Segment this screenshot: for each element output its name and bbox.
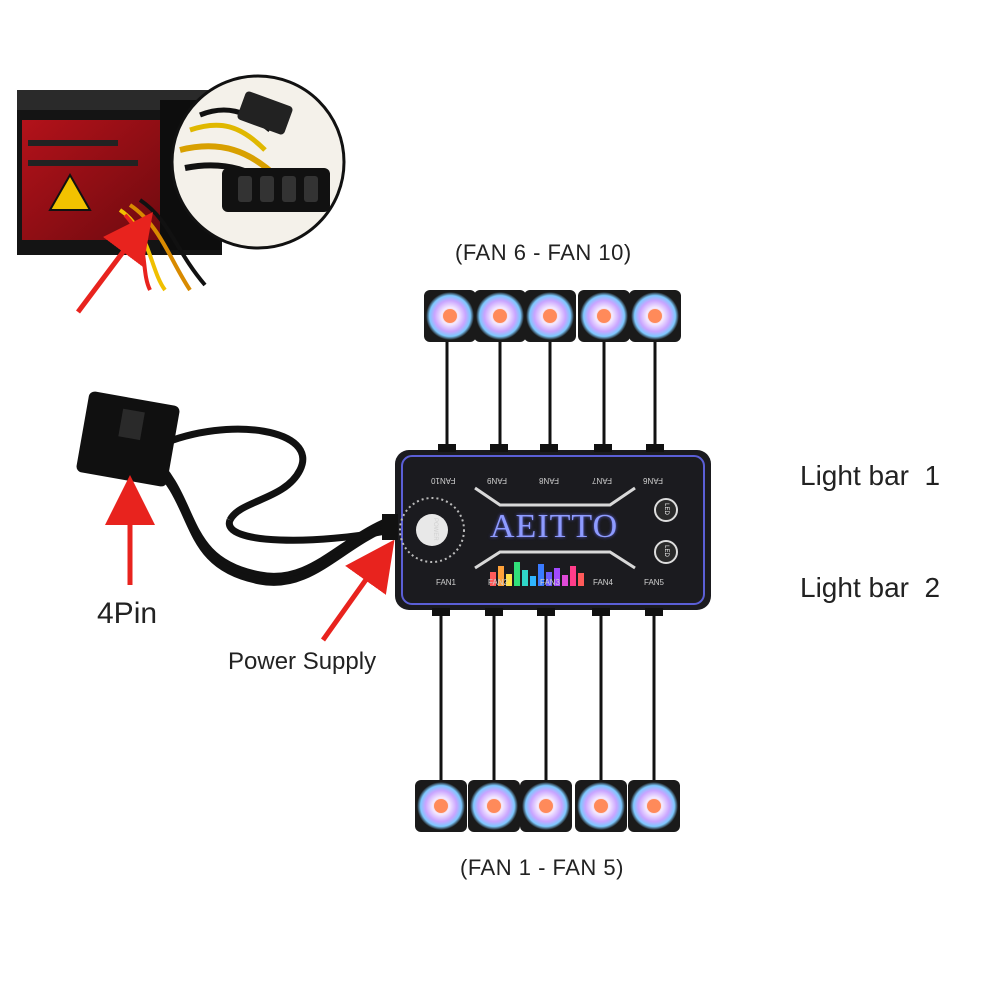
power-knob-dial (399, 497, 465, 563)
hub-port-label-fan7: FAN7 (592, 476, 613, 485)
fan-icon (520, 780, 572, 832)
hub-port-label-fan8: FAN8 (539, 476, 560, 485)
fan-icon (415, 780, 467, 832)
fan-icon (575, 780, 627, 832)
light-bar-1-label: Light bar 1 (800, 460, 941, 491)
led-port-1 (654, 498, 678, 522)
hub-port-label-fan4: FAN4 (593, 578, 614, 587)
power-button (416, 514, 448, 546)
fan-icon (578, 290, 630, 342)
equalizer-graphic (490, 562, 584, 586)
power-supply-label: Power Supply (228, 648, 377, 675)
fan-icon (629, 290, 681, 342)
fan-group-top-label: (FAN 6 - FAN 10) (455, 240, 632, 265)
molex-zoom-circle (170, 74, 346, 250)
hub-port-label-fan1: FAN1 (436, 578, 457, 587)
fan-icon (524, 290, 576, 342)
fan-icon (424, 290, 476, 342)
hub-port-label-fan10: FAN10 (431, 476, 456, 485)
hub-port-label-fan5: FAN5 (644, 578, 665, 587)
fan-cables (439, 335, 657, 790)
fan-row-bottom (415, 780, 680, 832)
four-pin-connector (76, 391, 392, 586)
hub-port-label-fan6: FAN6 (643, 476, 664, 485)
hub-led-label-2: LED (662, 545, 669, 557)
hub-port-label-fan9: FAN9 (487, 476, 508, 485)
fan-icon (474, 290, 526, 342)
led-port-2 (654, 540, 678, 564)
hub-port-label-fan2: FAN2 (488, 578, 509, 587)
psu-arrow (76, 212, 153, 314)
hub-led-label-1: LED (662, 503, 669, 515)
four-pin-label: 4Pin (97, 597, 158, 630)
hub-power-label: POWER (432, 518, 438, 541)
fan-icon (628, 780, 680, 832)
power-supply-arrow (320, 539, 395, 642)
hub-port-label-fan3: FAN3 (540, 578, 561, 587)
light-bar-2-label: Light bar 2 (800, 572, 941, 603)
fan-icon (468, 780, 520, 832)
hub-brand-logo: AEITTO (490, 508, 619, 545)
fan-group-bottom-label: (FAN 1 - FAN 5) (460, 855, 624, 880)
fan-hub (382, 444, 711, 616)
fan-row-top (424, 290, 681, 342)
